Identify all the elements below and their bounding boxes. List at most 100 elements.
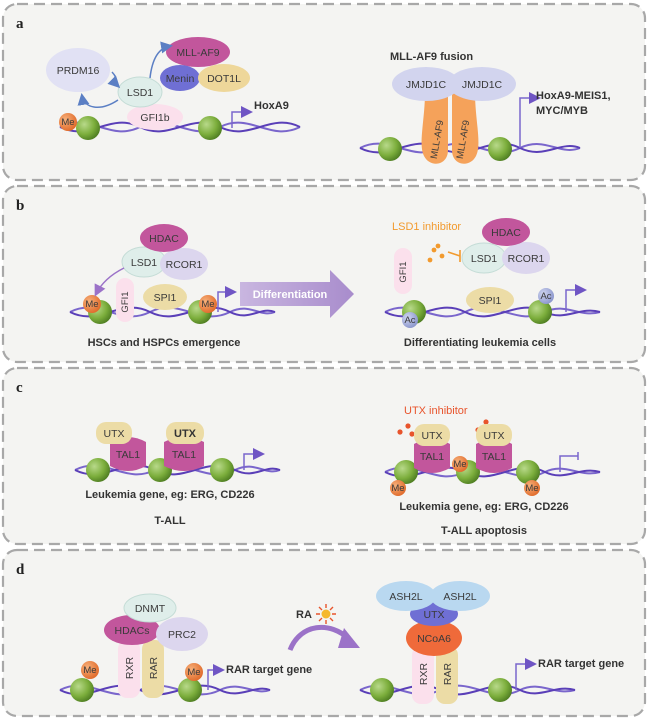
- dnmt-label: DNMT: [135, 603, 166, 615]
- repressed-tss: [559, 452, 579, 472]
- hdacs-protein: [104, 615, 160, 645]
- gfi1-protein: [116, 278, 134, 322]
- jmjd1c-protein: [392, 67, 460, 101]
- tal1-protein: [414, 439, 450, 473]
- jmjd1c-protein: [448, 67, 516, 101]
- nucleosome: [370, 678, 394, 702]
- methyl-mark: [81, 661, 99, 679]
- panel-b-right-caption: Differentiating leukemia cells: [404, 337, 556, 349]
- tal1-label: TAL1: [482, 451, 506, 463]
- nucleosome: [394, 460, 418, 484]
- ash2l-label: ASH2L: [389, 591, 422, 603]
- tal1-label: TAL1: [172, 449, 196, 461]
- panel-d-label: d: [16, 562, 25, 578]
- utx-label: UTX: [422, 430, 443, 442]
- nucleosome: [76, 116, 100, 140]
- rar-label: RAR: [148, 656, 160, 679]
- tss-arrow: [231, 106, 253, 128]
- differentiation-arrow: Differentiation: [240, 270, 354, 318]
- methyl-label: Me: [391, 483, 404, 494]
- methyl-mark: [390, 480, 406, 496]
- ncoa6-label: NCoA6: [417, 633, 451, 645]
- spi1-protein: [143, 284, 187, 310]
- tss-arrow: [207, 664, 225, 690]
- activation-arrow: [107, 71, 121, 89]
- rcor1-protein: [160, 248, 208, 280]
- rar-target-gene-left: RAR target gene: [226, 664, 312, 676]
- prc2-protein: [156, 617, 208, 651]
- methyl-mark: [452, 456, 468, 472]
- nucleosome: [488, 678, 512, 702]
- inhibitor-dot: [483, 419, 489, 425]
- hdac-protein: [140, 224, 188, 252]
- methyl-label: Me: [83, 665, 96, 676]
- utx-inhibitor-label: UTX inhibitor: [404, 405, 468, 417]
- nucleosome: [210, 458, 234, 482]
- panel-a-left: Me HoxA9 GFI1b LSD1 PRDM16 MLL-AF9 Menin…: [46, 37, 301, 140]
- rxr-protein: [412, 646, 434, 704]
- nucleosome: [528, 300, 552, 324]
- inhibitor-dot: [405, 423, 411, 429]
- utx-protein: [166, 422, 204, 444]
- prdm16-protein: [46, 48, 110, 92]
- ash2l-protein: [376, 581, 436, 611]
- lsd1-label: LSD1: [471, 253, 497, 265]
- dna-strand: [384, 466, 601, 478]
- spi1-protein: [466, 287, 514, 313]
- dnmt-protein: [123, 593, 177, 623]
- lsd1-label: LSD1: [131, 257, 157, 269]
- ra-arrow-head: [338, 628, 360, 648]
- activation-arrow: [77, 93, 119, 108]
- ash2l-label: ASH2L: [443, 591, 476, 603]
- utx-label: UTX: [484, 430, 505, 442]
- ra-transition: RA: [287, 604, 360, 652]
- rar-label: RAR: [442, 662, 454, 685]
- tss-arrow: [217, 286, 237, 312]
- rxr-label: RXR: [124, 656, 136, 679]
- methyl-mark: [199, 295, 217, 313]
- methyl-mark: [185, 663, 203, 681]
- ra-sun-icon: [316, 604, 336, 624]
- utx-protein: [96, 422, 132, 444]
- differentiation-label: Differentiation: [253, 289, 328, 301]
- prc2-label: PRC2: [168, 629, 196, 641]
- nucleosome: [378, 137, 402, 161]
- ash2l-protein: [430, 581, 490, 611]
- acetyl-mark: [402, 312, 418, 328]
- recruit-arrow: [149, 41, 173, 79]
- gfi1-label: GFI1: [120, 291, 131, 312]
- dna-strand: [59, 121, 301, 133]
- tal1-label: TAL1: [116, 449, 140, 461]
- tal1-protein: [110, 437, 146, 471]
- acetyl-mark: [538, 288, 554, 304]
- tal1-label: TAL1: [420, 451, 444, 463]
- rar-target-gene-right: RAR target gene: [538, 658, 624, 670]
- tss-arrow: [515, 658, 537, 690]
- panel-c-right-gene: Leukemia gene, eg: ERG, CD226: [399, 501, 568, 513]
- hdac-label: HDAC: [149, 233, 179, 245]
- mll-af9-fusion-title: MLL-AF9 fusion: [390, 51, 473, 63]
- lsd1-label: LSD1: [127, 87, 153, 99]
- inhibitor-dot: [427, 257, 433, 263]
- panel-a-right: MLL-AF9 fusion MLL-AF9 MLL-AF9 JMJD1C JM…: [359, 51, 611, 164]
- rcor1-protein: [502, 242, 550, 274]
- spi1-label: SPI1: [479, 295, 502, 307]
- inhibitor-dot: [435, 243, 441, 249]
- tal1-protein: [476, 439, 512, 473]
- utx-label: UTX: [174, 428, 197, 440]
- panel-a-label: a: [16, 16, 24, 32]
- tal1-protein: [164, 437, 204, 471]
- inhibitor-dot: [431, 247, 437, 253]
- demethylation-arrow: [94, 267, 125, 297]
- methyl-label: Me: [187, 667, 200, 678]
- ncoa6-protein: [406, 620, 462, 656]
- spi1-label: SPI1: [154, 292, 177, 304]
- nucleosome: [198, 116, 222, 140]
- nucleosome: [178, 678, 202, 702]
- rcor1-label: RCOR1: [508, 253, 545, 265]
- panel-c-label: c: [16, 380, 23, 396]
- dna-strand: [359, 684, 576, 696]
- methyl-label: Me: [453, 459, 466, 470]
- ra-label: RA: [296, 609, 312, 621]
- gfi1b-label: GFI1b: [140, 112, 169, 124]
